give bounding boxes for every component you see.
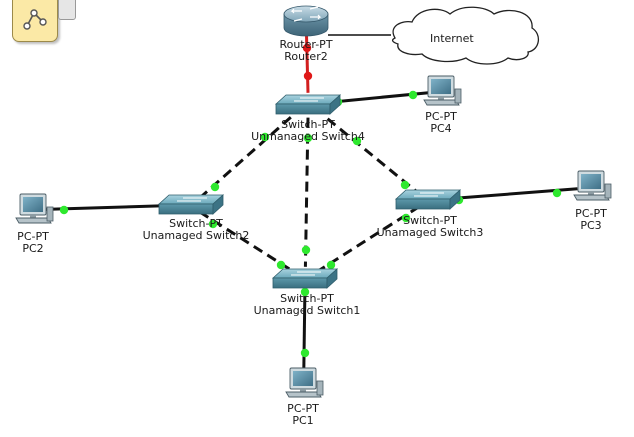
port-status-dot-sw4-sw1-1 [301,245,311,255]
router-icon [283,5,329,37]
switch2-type-label: Switch-PT [169,217,223,230]
switch4-name-label: Unmanaged Switch4 [251,130,365,143]
switch-icon [271,268,339,289]
sw2-device[interactable] [157,194,225,215]
switch2-name-label: Unamaged Switch2 [142,229,250,242]
router2-device[interactable] [283,5,329,37]
pc-icon [15,193,54,224]
pc4-type-label: PC-PT [425,110,457,123]
port-status-dot-router-sw4-0 [302,43,312,53]
pc2-device[interactable] [15,193,54,224]
port-status-dot-sw4-sw1-0 [303,133,313,143]
port-status-dot-sw4-sw3-0 [352,136,362,146]
port-status-dot-sw4-sw3-1 [400,180,410,190]
sw1-device[interactable] [271,268,339,289]
port-status-dot-sw3-sw1-1 [326,260,336,270]
router-name-label: Router2 [284,50,328,63]
port-status-dot-sw4-pc4-1 [408,90,418,100]
switch3-type-label: Switch-PT [403,214,457,227]
switch-icon [157,194,225,215]
pc3-device[interactable] [573,170,612,201]
pc1-name-label: PC1 [292,414,314,427]
pc3-name-label: PC3 [580,219,602,232]
pc4-device[interactable] [423,75,462,106]
port-status-dot-sw2-sw1-1 [276,260,286,270]
switch-icon [274,94,342,115]
pc-icon [573,170,612,201]
pc4-name-label: PC4 [430,122,452,135]
sw3-device[interactable] [394,189,462,210]
internet-cloud-icon[interactable] [391,6,539,65]
port-status-dot-sw3-pc3-1 [552,188,562,198]
pc1-type-label: PC-PT [287,402,319,415]
switch-icon [394,189,462,210]
router-type-label: Router-PT [279,38,333,51]
toolbox-panel[interactable] [12,0,58,42]
port-status-dot-sw1-pc1-1 [300,348,310,358]
switch4-type-label: Switch-PT [281,118,335,131]
switch1-type-label: Switch-PT [280,292,334,305]
pc1-device[interactable] [285,367,324,398]
pc-icon [423,75,462,106]
link-sw4-sw3[interactable] [326,117,420,195]
port-status-dot-sw2-pc2-1 [59,205,69,215]
internet-label: Internet [430,32,474,45]
pc3-type-label: PC-PT [575,207,607,220]
switch3-name-label: Unamaged Switch3 [376,226,484,239]
port-status-dot-sw4-sw2-1 [210,182,220,192]
sw4-device[interactable] [274,94,342,115]
pc2-name-label: PC2 [22,242,44,255]
port-status-dot-sw3-sw1-0 [401,213,411,223]
switch1-name-label: Unamaged Switch1 [253,304,361,317]
pc-icon [285,367,324,398]
port-status-dot-sw4-sw2-0 [260,132,270,142]
link-router-sw4[interactable] [304,31,310,93]
toolbox-tab[interactable] [58,0,76,20]
port-status-dot-sw1-pc1-0 [300,287,310,297]
port-status-dot-sw2-sw1-0 [208,219,218,229]
link-sw4-sw1[interactable] [303,117,310,267]
port-status-dot-router-sw4-1 [303,71,313,81]
workflow-icon[interactable] [13,0,57,41]
pc2-type-label: PC-PT [17,230,49,243]
